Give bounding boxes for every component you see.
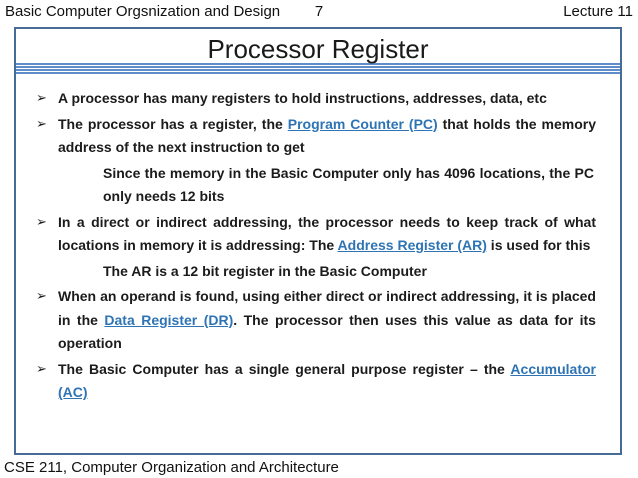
bullet-item-2: ➢ The processor has a register, the Prog…: [36, 113, 596, 160]
sub-point-2: The AR is a 12 bit register in the Basic…: [103, 260, 594, 284]
bullet-2-pre: The processor has a register, the: [58, 115, 288, 132]
bullet-1-pre: A processor has many registers to hold i…: [58, 90, 547, 106]
bullet-arrow-icon: ➢: [36, 289, 47, 304]
bullet-arrow-icon: ➢: [36, 361, 47, 377]
bullet-3-pre: In a direct or indirect addressing, the …: [58, 213, 596, 254]
header-lecture-number: Lecture 11: [563, 3, 633, 20]
sub-point-1: Since the memory in the Basic Computer o…: [103, 162, 594, 209]
sub-point-1-text: Since the memory in the Basic Computer o…: [103, 164, 594, 205]
header-page-number: 7: [314, 3, 324, 20]
bullet-3-post: is used for this: [486, 237, 591, 253]
bullet-item-4: ➢ When an operand is found, using either…: [36, 285, 596, 356]
bullet-4-pre: When an operand is found, using either d…: [58, 288, 596, 328]
footer-course-label: CSE 211, Computer Organization and Archi…: [4, 459, 339, 476]
program-counter-link[interactable]: Program Counter (PC): [287, 115, 438, 132]
slide-frame: Processor Register ➢ A processor has man…: [14, 27, 622, 455]
bullet-item-1: ➢ A processor has many registers to hold…: [36, 87, 596, 111]
page-header: Basic Computer Orgsnization and Design 7…: [5, 3, 633, 20]
sub-point-2-text: The AR is a 12 bit register in the Basic…: [103, 262, 427, 279]
bullet-item-5: ➢ The Basic Computer has a single genera…: [36, 358, 596, 405]
data-register-link[interactable]: Data Register (DR): [104, 311, 234, 328]
bullet-2-post: that holds the memory address of the nex…: [58, 115, 596, 156]
bullet-text-4: When an operand is found, using either d…: [58, 285, 596, 356]
bullet-4-post: . The processor then uses this value as …: [58, 311, 596, 352]
bullet-text-3: In a direct or indirect addressing, the …: [58, 211, 596, 258]
header-course-title: Basic Computer Orgsnization and Design: [5, 3, 281, 20]
accumulator-link[interactable]: Accumulator (AC): [58, 360, 596, 401]
slide-title: Processor Register: [207, 34, 429, 64]
slide-body: ➢ A processor has many registers to hold…: [16, 74, 620, 405]
title-separator-lines: [16, 63, 620, 74]
bullet-arrow-icon: ➢: [36, 214, 47, 230]
bullet-text-5: The Basic Computer has a single general …: [58, 358, 596, 405]
bullet-arrow-icon: ➢: [36, 91, 47, 106]
bullet-text-1: A processor has many registers to hold i…: [58, 87, 596, 111]
bullet-item-3: ➢ In a direct or indirect addressing, th…: [36, 211, 596, 258]
address-register-link[interactable]: Address Register (AR): [337, 237, 487, 253]
bullet-5-pre: The Basic Computer has a single general …: [58, 360, 511, 377]
bullet-arrow-icon: ➢: [36, 116, 47, 132]
bullet-text-2: The processor has a register, the Progra…: [58, 113, 596, 160]
